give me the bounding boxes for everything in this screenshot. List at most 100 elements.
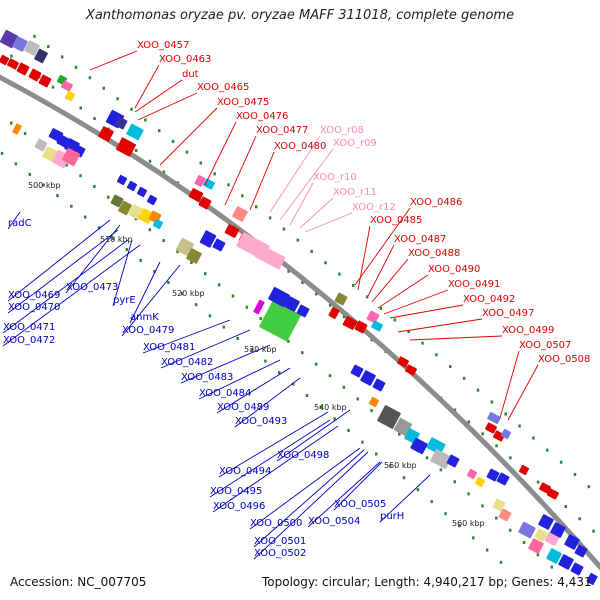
tick-dot (185, 150, 189, 154)
tick-label: 530 kbp (244, 345, 277, 354)
tick-dot (28, 172, 32, 176)
gene-block (0, 54, 10, 66)
tick-dot (592, 529, 595, 533)
gene-block (342, 316, 358, 330)
tick-dot (227, 183, 230, 187)
gene-label: XOO_0476 (236, 111, 288, 122)
tick-dot (402, 476, 406, 480)
gene-block (259, 300, 301, 342)
tick-dot (148, 228, 152, 232)
tick-dot (476, 388, 480, 392)
tick-dot (495, 516, 498, 520)
gene-label: XOO_0471 (3, 322, 55, 333)
topology-summary: Topology: circular; Length: 4,940,217 bp… (262, 575, 592, 589)
tick-dot (453, 408, 457, 412)
tick-dot (338, 272, 341, 276)
leader-line (142, 319, 231, 354)
tick-dot (559, 460, 563, 464)
gene-block (466, 468, 478, 480)
leader-line (249, 447, 361, 530)
gene-label: XOO_0502 (254, 548, 306, 559)
gene-block (350, 364, 364, 378)
tick-dot (88, 76, 92, 80)
tick-dot (70, 204, 73, 208)
tick-dot (522, 540, 526, 544)
tick-dot (162, 239, 165, 243)
tick-dot (536, 480, 540, 484)
leader-line (279, 148, 334, 221)
leader-line (249, 151, 275, 211)
gene-block (393, 417, 413, 437)
gene-label: XOO_r09 (333, 138, 377, 149)
gene-label: XOO_0500 (250, 518, 302, 529)
tick-dot (310, 249, 313, 253)
gene-label: XOO_0481 (143, 342, 195, 353)
gene-label: XOO_0472 (3, 335, 55, 346)
gene-block (328, 307, 340, 319)
gene-block (12, 36, 28, 52)
genome-title: Xanthomonas oryzae pv. oryzae MAFF 31101… (85, 8, 515, 23)
leader-line (2, 239, 129, 334)
tick-dot (356, 397, 359, 401)
gene-label: XOO_0492 (463, 294, 515, 305)
tick-dot (287, 269, 290, 273)
leader-line (354, 207, 411, 286)
leader-line (389, 304, 464, 319)
tick-dot (51, 85, 55, 89)
gene-block (334, 292, 348, 306)
gene-block (110, 194, 124, 208)
leader-line (7, 211, 21, 230)
tick-dot (134, 217, 138, 221)
gene-label: pyrE (113, 295, 136, 306)
leader-line (2, 244, 141, 347)
leader-line (234, 377, 301, 428)
gene-block (500, 428, 512, 440)
gene-block (61, 147, 81, 167)
leader-line (409, 335, 503, 341)
tick-dot (467, 420, 471, 424)
gene-label: XOO_0498 (277, 450, 329, 461)
gene-label: XOO_0480 (274, 141, 326, 152)
tick-dot (347, 428, 350, 432)
tick-dot (144, 118, 147, 122)
leader-line (377, 274, 429, 309)
tick-dot (204, 272, 207, 276)
gene-block (534, 528, 548, 542)
accession-text: Accession: NC_007705 (10, 575, 147, 589)
tick-dot (222, 325, 226, 329)
gene-block (496, 472, 510, 486)
gene-block (586, 573, 598, 585)
tick-dot (0, 151, 4, 155)
tick-dot (430, 500, 433, 504)
tick-dot (56, 194, 59, 198)
leader-line (367, 244, 395, 297)
tick-dot (97, 226, 101, 230)
tick-dot (462, 376, 466, 380)
tick-dot (171, 139, 175, 143)
tick-dot (245, 305, 249, 309)
leader-line (198, 359, 281, 400)
gene-label: XOO_0501 (254, 536, 306, 547)
tick-dot (125, 248, 129, 252)
tick-dot (102, 86, 105, 90)
tick-dot (315, 292, 318, 296)
gene-label: XOO_0484 (199, 388, 251, 399)
tick-dot (287, 339, 290, 343)
gene-block (116, 174, 128, 186)
gene-block (487, 412, 501, 424)
gene-label: XOO_0487 (394, 234, 446, 245)
gene-label: XOO_r12 (352, 202, 396, 213)
tick-dot (370, 409, 373, 413)
tick-dot (176, 250, 179, 254)
gene-block (474, 476, 486, 488)
gene-label: XOO_0483 (181, 372, 233, 383)
tick-dot (111, 237, 115, 241)
leader-line (224, 135, 257, 206)
tick-dot (134, 148, 138, 152)
tick-dot (254, 205, 258, 209)
tick-dot (296, 238, 300, 242)
gene-block (446, 454, 460, 468)
leader-line (89, 50, 138, 71)
gene-block (550, 522, 566, 538)
gene-block (136, 186, 148, 198)
